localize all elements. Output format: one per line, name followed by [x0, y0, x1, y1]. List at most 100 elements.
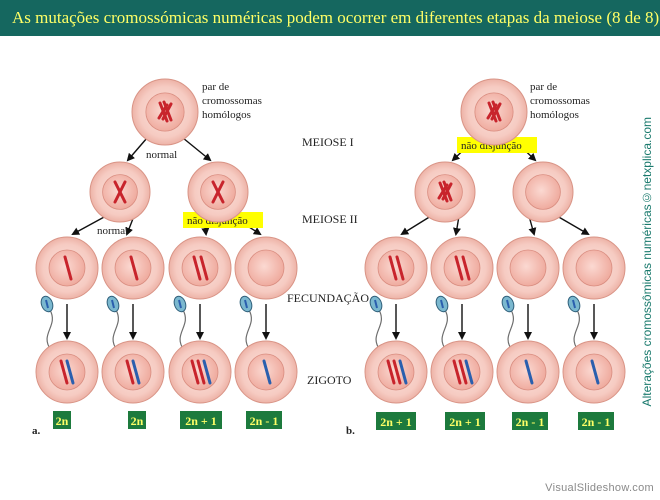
panel-a-zygote-cell-2 — [101, 340, 165, 404]
panel-b-arrow-meiose2-0 — [400, 215, 432, 236]
sperm-tail — [375, 309, 382, 351]
panel-a-result-box-1: 2n — [53, 411, 71, 429]
sperm-tail — [507, 309, 514, 351]
meiosis-diagram: par de cromossomas homólogos normal norm… — [32, 78, 626, 437]
phase-meiose2: MEIOSE II — [302, 212, 358, 226]
panel-a-gamete-cell-1 — [35, 236, 99, 300]
panel-b-zygote-cell-2 — [430, 340, 494, 404]
result-box-bg — [445, 412, 485, 430]
sperm-tail — [46, 309, 53, 351]
chromosome — [458, 359, 468, 385]
chromosome — [199, 255, 209, 281]
panel-a-gamete-cell-4 — [234, 236, 298, 300]
sperm-chromosome — [244, 299, 248, 309]
result-box-bg — [180, 411, 222, 429]
panel-b-meiose1-cell-right — [512, 161, 574, 223]
chromosome — [59, 359, 69, 385]
chromosome — [65, 359, 75, 385]
result-box-bg — [512, 412, 548, 430]
panel-b-sperm-icon-2 — [435, 295, 449, 351]
panel-a-zygote-cell-1 — [35, 340, 99, 404]
chromosome — [125, 359, 135, 385]
chromosome — [157, 103, 169, 120]
cell-nucleus — [181, 249, 219, 287]
slide-title: As mutações cromossómicas numéricas pode… — [12, 8, 660, 27]
panel-a-parent-cell — [131, 78, 199, 146]
chromosome — [196, 359, 206, 385]
panel-a-meiose1-cell-right — [187, 161, 249, 223]
panel-a-arrow-meiose1-left — [126, 137, 148, 162]
result-box-label: 2n - 1 — [516, 415, 545, 429]
panel-a-top-label-line2: cromossomas — [202, 95, 262, 107]
panel-b-gamete-cell-3 — [496, 236, 560, 300]
panel-a-sperm-icon-2 — [106, 295, 120, 351]
result-box-label: 2n + 1 — [380, 415, 412, 429]
chromosome — [262, 359, 272, 385]
panel-b-zygote-cell-4 — [562, 340, 626, 404]
panel-b-gamete-cell-4 — [562, 236, 626, 300]
result-box-label: 2n + 1 — [185, 414, 217, 428]
panel-b-result-box-3: 2n - 1 — [512, 412, 548, 430]
chromosome — [190, 359, 200, 385]
panel-b-meiose1-cell-left — [414, 161, 476, 223]
chromosome — [63, 255, 73, 281]
result-box-label: 2n - 1 — [250, 414, 279, 428]
cell-nucleus — [525, 174, 561, 210]
chromosome — [113, 180, 127, 204]
panel-b-arrow-meiose2-3 — [556, 215, 590, 236]
panel-a-letter: a. — [32, 425, 41, 437]
panel-b-nondisjunction-label: não disjunção — [461, 140, 522, 152]
panel-b-zygote-cell-1 — [364, 340, 428, 404]
panel-a-result-box-2: 2n — [128, 411, 146, 429]
result-box-label: 2n + 1 — [449, 415, 481, 429]
chromosome — [490, 102, 502, 121]
panel-a-sperm-icon-3 — [173, 295, 187, 351]
panel-b-result-box-4: 2n - 1 — [578, 412, 614, 430]
panel-b-sperm-icon-3 — [501, 295, 515, 351]
result-box-bg — [128, 411, 146, 429]
cell-nucleus — [509, 249, 547, 287]
panel-a-result-box-3: 2n + 1 — [180, 411, 222, 429]
panel-a-normal-label-2: normal — [97, 225, 128, 237]
chromosome — [590, 359, 600, 385]
result-box-label: 2n — [131, 414, 144, 428]
panel-a-arrow-meiose2-0 — [71, 215, 107, 235]
chromosome — [441, 182, 453, 201]
panel-a-gamete-cell-2 — [101, 236, 165, 300]
cell-nucleus — [48, 353, 86, 391]
result-box-bg — [53, 411, 71, 429]
panel-b-gamete-cell-1 — [364, 236, 428, 300]
chromosome — [211, 180, 225, 204]
chromosome — [398, 359, 408, 385]
chromosome — [454, 255, 464, 281]
sperm-tail — [112, 309, 119, 351]
result-box-bg — [246, 411, 282, 429]
sperm-chromosome — [506, 299, 510, 309]
panel-a-sperm-icon-1 — [40, 295, 54, 351]
chromosome — [131, 359, 141, 385]
result-box-bg — [578, 412, 614, 430]
phase-meiose1: MEIOSE I — [302, 135, 354, 149]
cells-layer — [35, 78, 626, 404]
result-box-bg — [376, 412, 416, 430]
panel-a-meiose1-cell-left — [89, 161, 151, 223]
panel-b-top-label-line2: cromossomas — [530, 95, 590, 107]
chromosome — [202, 359, 212, 385]
panel-a-normal-label-1: normal — [146, 149, 177, 161]
sperm-chromosome — [45, 299, 49, 309]
result-box-label: 2n - 1 — [582, 415, 611, 429]
sperm-tail — [573, 309, 580, 351]
cell-nucleus — [114, 353, 152, 391]
side-credit: Alterações cromossômicas numéricas©netxp… — [640, 117, 654, 406]
chromosome — [161, 102, 173, 121]
phase-fecundacao: FECUNDAÇÃO — [287, 291, 369, 305]
phase-zigoto: ZIGOTO — [307, 373, 352, 387]
panel-a-gamete-cell-3 — [168, 236, 232, 300]
results-layer: 2n 2n 2n + 1 2n - 1 2n + 1 2n + 1 2n - 1 2n - 1 — [53, 411, 614, 430]
panel-b-parent-cell — [460, 78, 528, 146]
sperm-chromosome — [572, 299, 576, 309]
footer-watermark: VisualSlideshow.com — [545, 482, 654, 494]
panel-a-top-label-line1: par de — [202, 81, 229, 93]
panel-b-top-label-line3: homólogos — [530, 109, 579, 121]
panel-b-sperm-icon-4 — [567, 295, 581, 351]
